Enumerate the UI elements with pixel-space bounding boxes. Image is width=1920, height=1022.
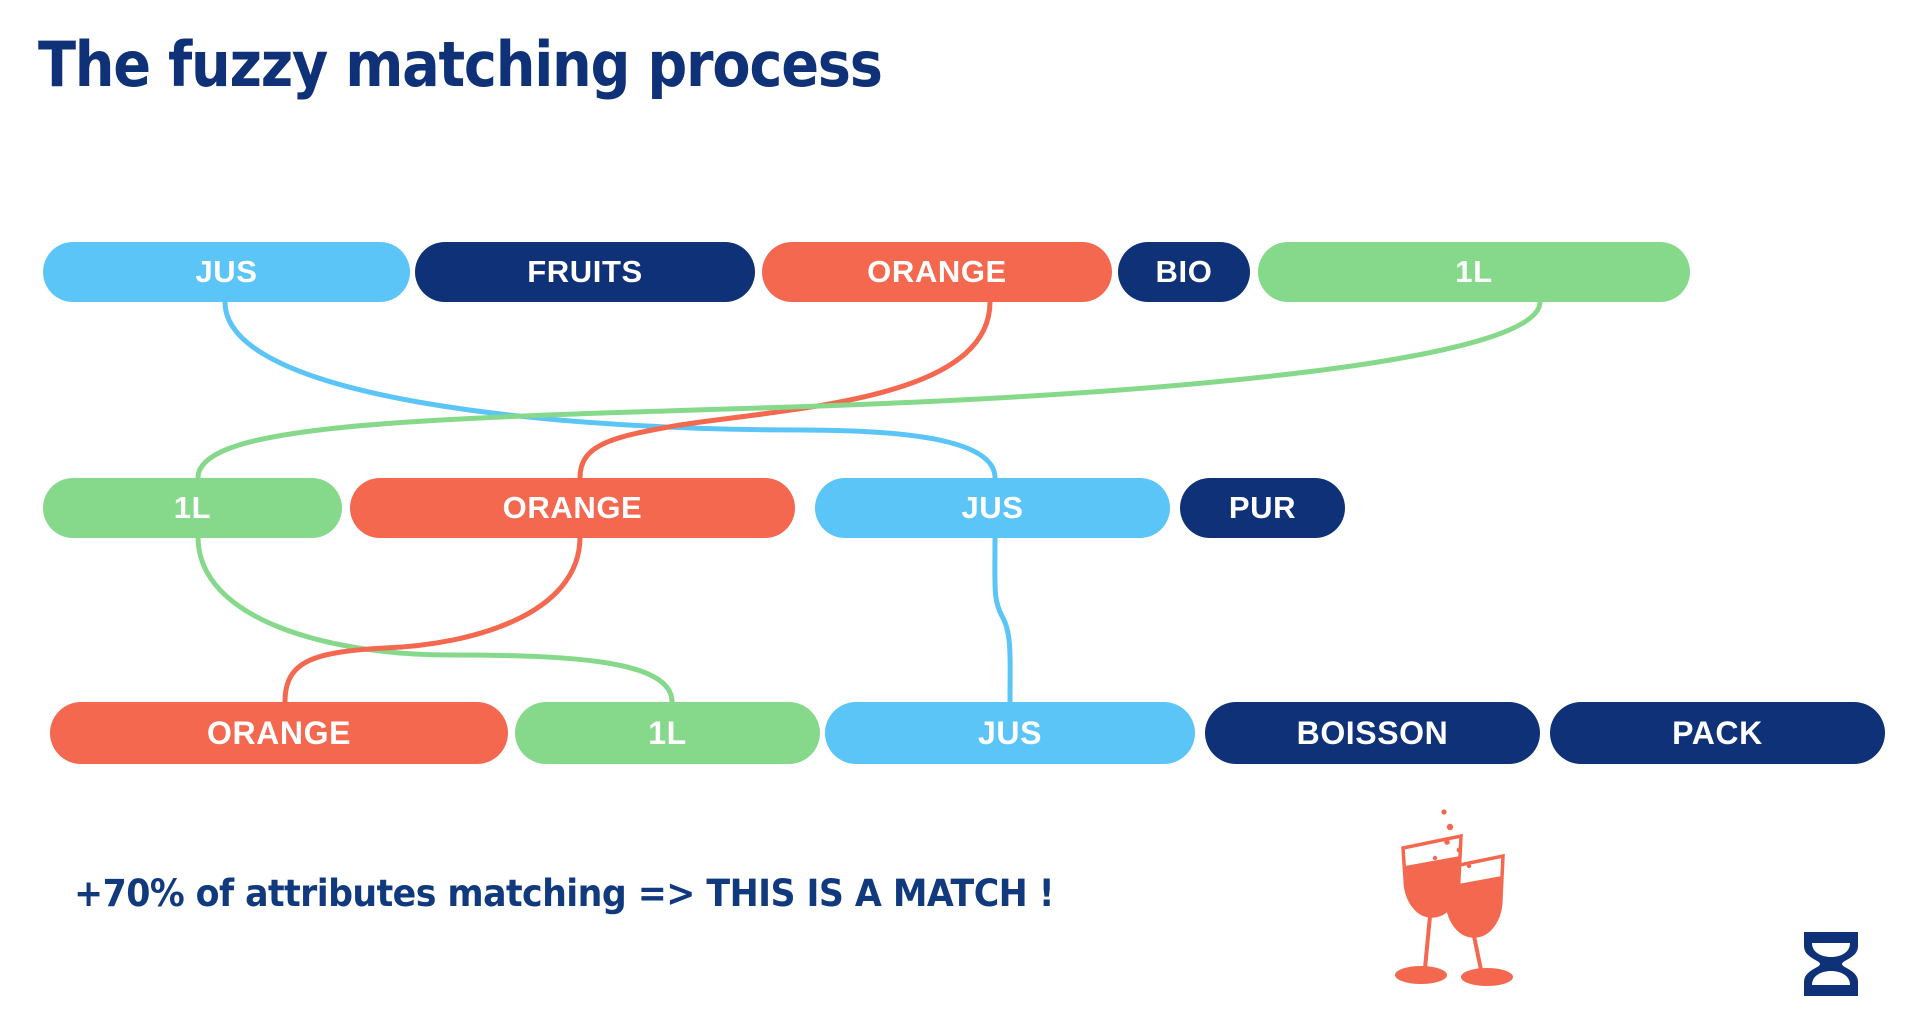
attribute-pill: FRUITS (415, 242, 755, 302)
attribute-pill: 1L (515, 702, 820, 764)
attribute-pill: PACK (1550, 702, 1885, 764)
hourglass-logo-icon (1804, 932, 1858, 996)
attribute-pill: PUR (1180, 478, 1345, 538)
attribute-pill: JUS (825, 702, 1195, 764)
attribute-pill: JUS (43, 242, 410, 302)
attribute-pill: BOISSON (1205, 702, 1540, 764)
jus-row2-to-row3-connector (992, 534, 1013, 705)
attribute-pill: 1L (43, 478, 342, 538)
page-title: The fuzzy matching process (38, 28, 883, 101)
match-result-caption: +70% of attributes matching => THIS IS A… (74, 872, 1055, 915)
1l-row2-to-row3-connector (195, 534, 675, 705)
attribute-pill: ORANGE (350, 478, 795, 538)
orange-row2-to-row3-connector (282, 534, 583, 705)
jus-row1-to-row2-connector (222, 299, 998, 481)
attribute-pill: 1L (1258, 242, 1690, 302)
attribute-pill: ORANGE (762, 242, 1112, 302)
attribute-pill: JUS (815, 478, 1170, 538)
attribute-pill: BIO (1118, 242, 1250, 302)
attribute-pill: ORANGE (50, 702, 508, 764)
1l-row1-to-row2-connector (195, 299, 1543, 481)
orange-row1-to-row2-connector (577, 299, 993, 481)
champagne-glasses-icon (1395, 809, 1513, 986)
